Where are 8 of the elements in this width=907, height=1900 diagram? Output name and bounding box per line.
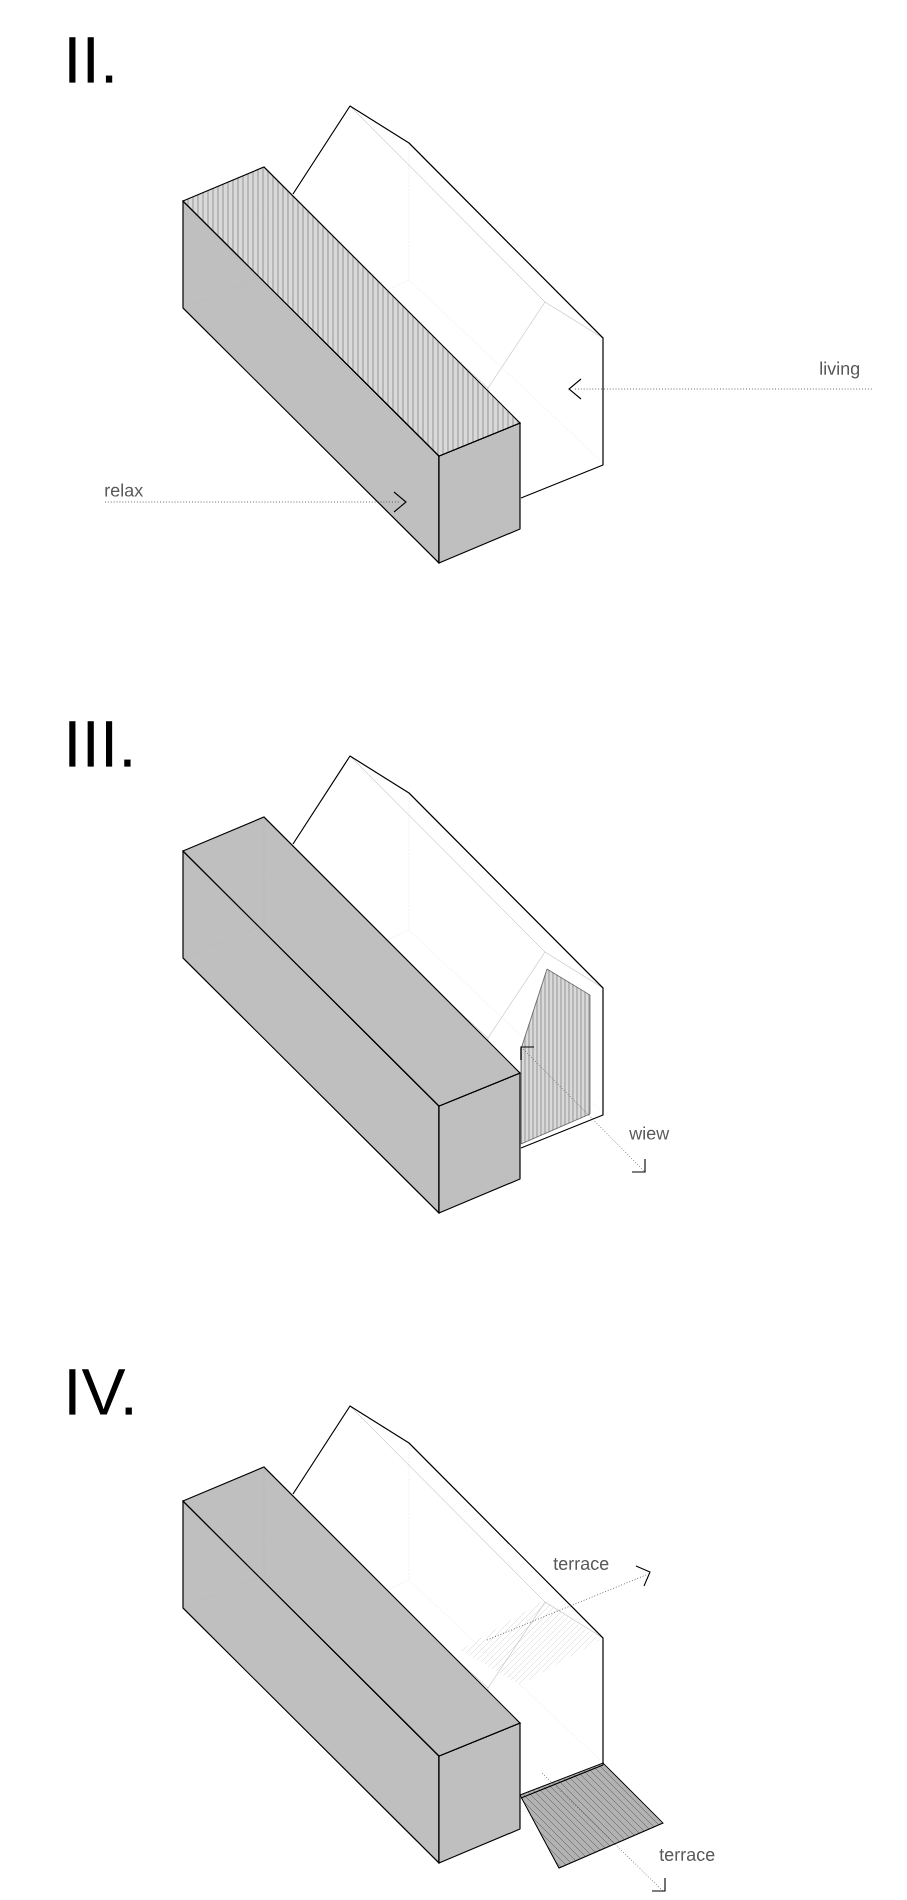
view-label: living xyxy=(820,361,860,379)
view-label: relax xyxy=(105,483,143,497)
view-label: terrace xyxy=(659,1849,715,1861)
view-label: terrace xyxy=(553,1558,609,1570)
view-label: wiew xyxy=(629,1126,670,1140)
panel-numeral: III. xyxy=(69,721,131,767)
panel-numeral: II. xyxy=(69,37,113,83)
panel-numeral: IV. xyxy=(69,1369,132,1415)
